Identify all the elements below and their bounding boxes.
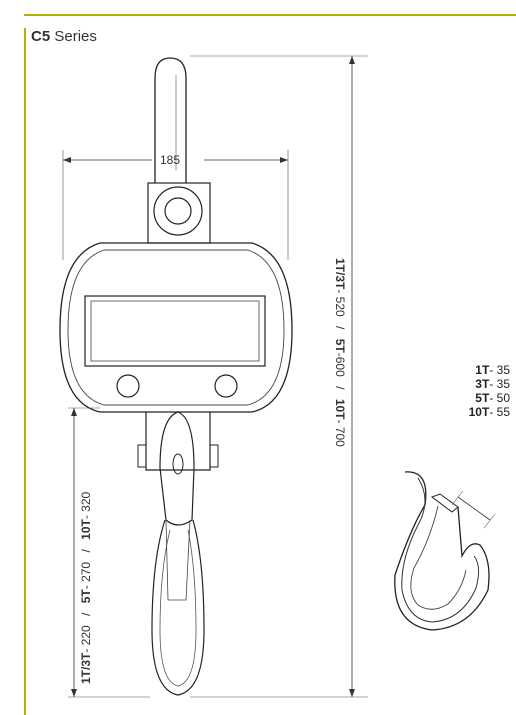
hook-length-label: 1T/3T- 220 / 5T- 270 / 10T- 320 bbox=[79, 491, 93, 684]
height-10t-val: - 700 bbox=[333, 420, 347, 448]
width-arrow-right bbox=[280, 157, 288, 163]
mount-right-tab bbox=[209, 444, 219, 468]
display-outer bbox=[84, 295, 266, 367]
hook-arrow-top bbox=[71, 408, 77, 416]
hook-detail-inner bbox=[410, 505, 467, 610]
height-arrow-top bbox=[349, 56, 355, 64]
display-inner bbox=[90, 300, 260, 362]
shackle-ring-inner bbox=[164, 197, 192, 225]
width-arrow-left bbox=[63, 157, 71, 163]
series-title: C5 Series bbox=[31, 28, 97, 45]
hook-opening-row: 3T- 35 bbox=[475, 377, 510, 391]
hook-opening-row: 10T- 55 bbox=[468, 405, 510, 419]
opening-dim-line bbox=[457, 496, 491, 521]
height-dim-label: 1T/3T- 520 / 5T-600 / 10T- 700 bbox=[333, 258, 347, 447]
hook-10t-val: - 320 bbox=[79, 491, 93, 519]
shackle-ring-outer bbox=[153, 186, 203, 236]
scale-body-outer bbox=[59, 242, 293, 413]
height-sep2: / bbox=[333, 386, 347, 390]
hook-10t: 10T bbox=[79, 519, 93, 540]
height-sep1: / bbox=[333, 326, 347, 330]
series-title-bold: C5 bbox=[31, 28, 51, 45]
top-accent-line bbox=[24, 14, 516, 16]
hook-detail-latch bbox=[430, 493, 459, 513]
hook-eye bbox=[172, 453, 184, 475]
hook-1t3t-val: - 220 bbox=[79, 625, 93, 653]
hook-arrow-bottom bbox=[71, 689, 77, 697]
hook-1t3t: 1T/3T bbox=[79, 652, 93, 684]
mount-left-tab bbox=[137, 444, 147, 468]
hook-5t: 5T bbox=[79, 589, 93, 604]
hook-mount bbox=[145, 412, 211, 471]
height-5t-val: -600 bbox=[333, 353, 347, 377]
opening-ext-b bbox=[483, 513, 496, 529]
hook-latch bbox=[165, 519, 191, 601]
hook-opening-row: 1T- 35 bbox=[475, 363, 510, 377]
shackle-block bbox=[147, 182, 211, 244]
opening-ext-a bbox=[451, 490, 464, 506]
scale-body-inner bbox=[67, 249, 285, 406]
height-1t3t: 1T/3T bbox=[333, 258, 347, 290]
series-title-rest: Series bbox=[50, 28, 97, 45]
hook-sep1: / bbox=[79, 612, 93, 616]
height-1t3t-val: - 520 bbox=[333, 289, 347, 317]
height-arrow-bottom bbox=[349, 689, 355, 697]
left-accent-line bbox=[24, 28, 26, 715]
width-dim-label: 185 bbox=[160, 153, 180, 167]
height-10t: 10T bbox=[333, 399, 347, 420]
hook-lower-inner bbox=[159, 529, 197, 687]
hook-5t-val: - 270 bbox=[79, 562, 93, 590]
top-handle bbox=[154, 57, 187, 183]
right-button bbox=[214, 374, 238, 398]
height-5t: 5T bbox=[333, 339, 347, 354]
hook-lower bbox=[151, 519, 205, 696]
hook-opening-table: 1T- 35 3T- 35 5T- 50 10T- 55 bbox=[455, 363, 510, 419]
hook-shank bbox=[159, 411, 195, 526]
hook-detail-mid bbox=[401, 477, 480, 623]
hook-opening-row: 5T- 50 bbox=[475, 391, 510, 405]
left-button bbox=[116, 374, 140, 398]
hook-sep2: / bbox=[79, 549, 93, 553]
